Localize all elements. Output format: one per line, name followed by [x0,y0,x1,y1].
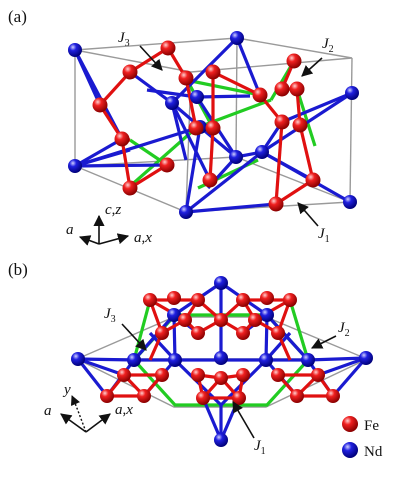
nd-atom [255,145,269,159]
fe-atom [252,87,268,103]
fe-atom [236,326,250,340]
fe-atom [274,114,290,130]
fe-atom [214,371,228,385]
legend-fe-label: Fe [364,418,379,434]
fe-atom [122,180,138,196]
fe-atom [236,368,250,382]
fe-atom [260,291,274,305]
legend: Fe Nd [342,416,383,460]
axis-b-right-label: a,x [115,402,133,418]
fe-atom [117,368,131,382]
fe-atom [178,70,194,86]
fe-atom [160,40,176,56]
panel-a-label: (a) [8,7,27,26]
fe-atom [283,293,297,307]
fe-atom [114,131,130,147]
fe-atom [271,326,285,340]
nd-atom [168,353,182,367]
fe-atom [167,291,181,305]
nd-atom [68,43,82,57]
fe-atom [292,117,308,133]
j-labels-a: J3 J2 J1 [118,30,334,245]
j-labels-b: J3 J2 J1 [104,306,350,457]
fe-atom [155,326,169,340]
legend-nd-label: Nd [364,444,383,460]
fe-atom [236,293,250,307]
fe-atom [188,120,204,136]
fe-atom [191,326,205,340]
fe-atom [196,391,210,405]
nd-atom [167,308,181,322]
fe-atom [305,172,321,188]
nd-atom [301,353,315,367]
nd-atom [214,433,228,447]
fe-atom [137,389,151,403]
fe-atom [268,196,284,212]
fe-atom [191,368,205,382]
fe-atom [205,64,221,80]
fe-atom [159,157,175,173]
fe-atom [214,313,228,327]
axes-b: a y a,x [44,382,133,433]
fe-atom [311,368,325,382]
fe-atom [205,120,221,136]
j2-label-b: J2 [338,320,350,339]
nd-atom [259,353,273,367]
fe-atom [289,81,305,97]
j3-label-a: J3 [118,30,130,49]
panel-b: (b) [8,260,383,460]
legend-nd-swatch [342,442,358,458]
nd-atom [179,205,193,219]
fe-atom [326,389,340,403]
axes-a: a c,z a,x [66,202,152,246]
j1-label-b: J1 [254,438,266,457]
fe-atom [100,389,114,403]
fe-atom [274,81,290,97]
nd-atom [260,308,274,322]
nd-atom [190,90,204,104]
fe-atom [143,293,157,307]
nd-atom [68,159,82,173]
fe-atom [191,293,205,307]
fe-atom [92,97,108,113]
nd-atom [345,86,359,100]
fe-atoms-a [92,40,321,212]
nd-atom [71,352,85,366]
axis-a-left-label: a [66,222,74,238]
j2-label-a: J2 [322,36,334,55]
nd-atoms-b [71,276,373,447]
axis-a-up-label: c,z [105,202,121,218]
nd-atom [214,276,228,290]
legend-fe-swatch [342,416,358,432]
panel-b-label: (b) [8,260,28,279]
nd-atom [229,150,243,164]
j1-label-a: J1 [318,226,330,245]
axis-a-right-label: a,x [134,230,152,246]
fe-atom [290,389,304,403]
fe-atoms-b [100,291,340,405]
nd-bonds-a [73,36,353,214]
axis-b-up-label: y [62,382,71,398]
nd-atom [230,31,244,45]
fe-atom [271,368,285,382]
nd-atom [359,351,373,365]
fe-atom [202,172,218,188]
nd-atom [165,96,179,110]
fe-atom [248,313,262,327]
j3-label-b: J3 [104,306,116,325]
fe-atom [155,368,169,382]
fe-atom [122,64,138,80]
nd-atom [214,351,228,365]
nd-atom [127,353,141,367]
panel-a: (a) [8,7,359,246]
axis-b-left-label: a [44,403,52,419]
nd-atom [343,195,357,209]
fe-atom [286,53,302,69]
fe-atom [178,313,192,327]
